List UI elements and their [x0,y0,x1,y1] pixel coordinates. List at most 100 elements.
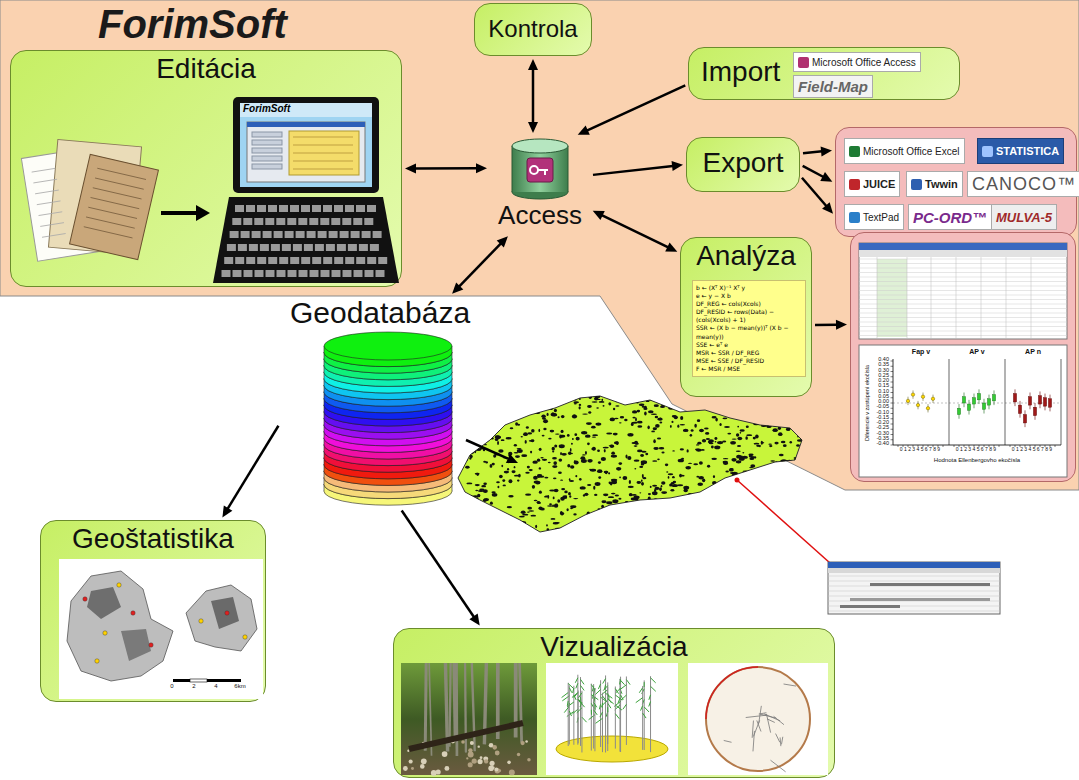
key [376,270,385,277]
forest-patch [465,447,471,450]
tree-stem [577,675,578,745]
forest-patch [460,437,462,441]
data-layer [324,358,452,386]
drawing-line [452,471,453,478]
tree-crown [572,692,578,697]
data-layer [324,365,452,393]
drawing-line [452,432,453,439]
forest-patch [789,405,794,409]
forest-patch [625,501,628,502]
forest-patch [717,441,723,444]
node-title: Vizualizácia [540,631,687,663]
tick [943,445,944,447]
forest-patch [549,407,553,410]
key [340,231,349,238]
forest-patch [568,398,570,401]
grid-line [907,257,908,339]
forest-patch [629,523,631,525]
tree-trunk [424,663,428,751]
tick [891,397,894,398]
forest-patch [783,463,785,465]
forest-patch [560,527,566,531]
forest-patch [492,493,498,497]
forest-patch [664,526,670,529]
screen-header [240,103,372,117]
tree-crown [606,693,613,698]
grid-line [859,268,1067,269]
forest-patch [661,485,663,487]
tree-crown [591,685,595,690]
data-box [987,399,990,405]
data-layer [324,411,452,439]
tree-crown [621,695,626,700]
forest-patch [570,448,572,452]
forest-patch [579,404,582,406]
forest-patch [768,507,771,511]
forest-patch [516,414,520,417]
sample-point [149,643,153,647]
forest-patch [543,419,548,423]
forest-patch [492,463,495,466]
forest-patch [473,509,479,513]
logo-text: Twwin [925,178,958,190]
forest-patch [642,474,644,478]
forest-patch [730,468,734,469]
form-row [293,169,353,170]
arrow-head [469,614,479,626]
forest-patch [480,443,482,446]
forest-patch [624,419,627,422]
forest-patch [660,488,662,490]
grid-line [877,257,878,339]
forest-patch [501,439,505,441]
forest-patch [580,456,585,460]
forest-patch [549,503,552,505]
key [252,231,261,238]
forest-patch [545,531,547,534]
forest-patch [613,408,615,410]
forest-patch [551,518,556,520]
paper-line [93,188,142,199]
paper-line [37,201,61,205]
forest-patch [475,490,478,492]
key [334,257,343,264]
forest-patch [485,461,488,463]
forest-patch [517,408,523,409]
forest-patch [592,447,596,451]
forest-patch [517,449,523,453]
laptop-keyboard [213,197,399,283]
forest-patch [631,442,636,444]
forest-patch [776,481,781,483]
forest-patch [470,444,474,447]
forest-patch [496,418,500,420]
forest-patch [644,406,647,409]
forest-patch [764,420,768,422]
forest-patch [648,493,651,495]
key [301,205,310,212]
forest-patch [778,516,783,518]
tree-crown [601,690,607,695]
forest-patch [606,432,612,434]
forest-patch [459,413,464,415]
forest-patch [489,414,493,415]
drawing-line [452,379,453,386]
forest-patch [552,504,554,506]
forest-patch [484,444,487,445]
app-window [247,122,365,182]
forest-patch [487,431,490,433]
forest-patch [456,494,462,497]
forest-patch [485,519,490,520]
forest-patch [536,395,540,398]
map-arrow [466,440,508,459]
forest-patch [508,479,512,483]
grid-line [859,331,1067,332]
drawing-line [452,485,453,492]
forest-patch [475,473,480,475]
tree-crown [591,703,594,708]
logo-tile: PC-ORD™ [908,204,992,230]
data-box [977,394,980,400]
forest-patch [677,394,680,397]
forest-patch [657,418,662,421]
forest-patch [555,528,561,529]
forest-patch [746,506,749,509]
forest-patch [683,521,688,522]
